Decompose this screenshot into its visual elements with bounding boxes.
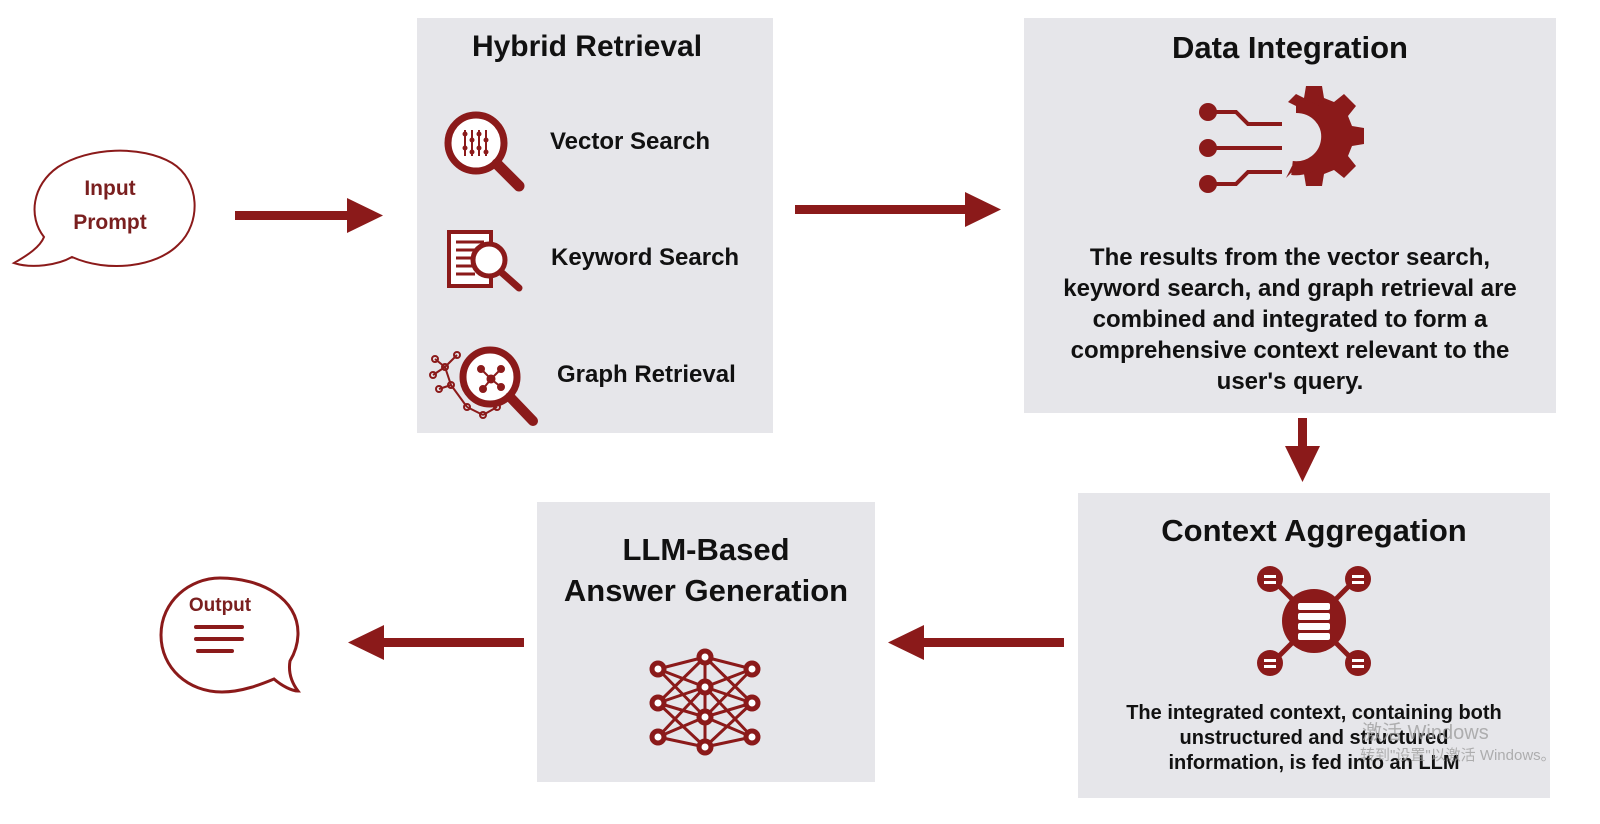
arrow-llm-to-output (348, 625, 524, 660)
neural-network-icon (649, 648, 761, 756)
input-prompt-line1: Input (84, 177, 136, 200)
input-prompt-bubble (11, 149, 196, 268)
data-integration-desc-line: comprehensive context relevant to the (1070, 337, 1510, 364)
windows-watermark-line2: 转到"设置"以激活 Windows。 (1360, 747, 1556, 764)
context-aggregation-desc-line: The integrated context, containing both (1126, 702, 1502, 724)
vector-search-label: Vector Search (550, 128, 711, 155)
context-aggregation-description: The integrated context, containing both … (1078, 701, 1550, 776)
vector-search-icon (444, 111, 525, 192)
llm-generation-title-line2: Answer Generation (563, 573, 849, 608)
arrow-input-to-retrieval (235, 198, 383, 233)
hybrid-retrieval-panel: Hybrid Retrieval Vector Search Keyword S… (417, 18, 773, 433)
data-integration-description: The results from the vector search, keyw… (1024, 242, 1556, 397)
context-aggregation-title: Context Aggregation (1161, 513, 1467, 548)
graph-retrieval-icon (429, 346, 538, 426)
arrow-aggregation-to-llm (888, 625, 1064, 660)
hybrid-retrieval-title: Hybrid Retrieval (471, 30, 703, 63)
arrow-retrieval-to-integration (795, 192, 1001, 227)
context-aggregation-desc-line: unstructured and structured (1179, 727, 1449, 749)
graph-retrieval-label: Graph Retrieval (557, 361, 736, 388)
context-aggregation-panel: Context Aggregation The integrated conte… (1078, 493, 1550, 798)
data-integration-panel: Data Integration The results from the ve… (1024, 18, 1556, 413)
windows-watermark-line1: 激活 Windows (1362, 722, 1489, 744)
data-integration-desc-line: combined and integrated to form a (1092, 306, 1488, 333)
llm-generation-panel: LLM-Based Answer Generation (537, 502, 875, 782)
database-hub-icon (1257, 566, 1371, 676)
input-prompt-line2: Prompt (73, 211, 147, 234)
keyword-search-label: Keyword Search (551, 244, 740, 271)
llm-generation-title-line1: LLM-Based (622, 532, 790, 567)
data-integration-desc-line: keyword search, and graph retrieval are (1063, 275, 1517, 302)
arrow-integration-to-aggregation (1285, 418, 1320, 482)
keyword-search-icon (447, 230, 523, 292)
data-integration-desc-line: The results from the vector search, (1089, 244, 1491, 271)
context-aggregation-desc-line: information, is fed into an LLM (1168, 752, 1460, 774)
output-bubble (159, 576, 302, 694)
data-integration-desc-line: user's query. (1216, 368, 1364, 395)
data-integration-title: Data Integration (1172, 30, 1408, 65)
output-label: Output (188, 595, 252, 616)
gear-circuit-icon (1199, 86, 1364, 193)
